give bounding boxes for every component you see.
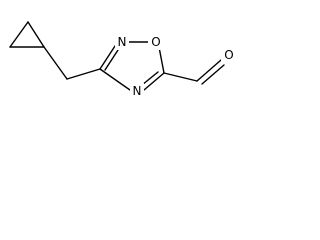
bond-n4-c3 <box>99 68 131 91</box>
bond-cyclopropyl-2 <box>27 21 45 48</box>
bond-c3-n2 <box>99 45 116 70</box>
bond-c5-n4-double <box>141 71 159 86</box>
chemical-structure-diagram: N O N O <box>9 21 237 99</box>
cyclopropyl-ring <box>9 21 45 48</box>
oxadiazole-ring <box>99 41 165 91</box>
bond-ch2-to-ring-c3 <box>66 68 101 80</box>
atom-label-n-top: N <box>118 35 127 49</box>
atom-label-n-bottom: N <box>133 84 142 98</box>
atom-o-aldehyde: O <box>221 47 237 63</box>
bond-c5-to-cho <box>163 72 198 82</box>
bond-c-o-aldehyde <box>196 59 222 82</box>
bond-cyclopropyl-1 <box>9 21 29 48</box>
bond-c3-n2-double <box>104 49 119 71</box>
aldehyde-group <box>163 59 225 85</box>
atom-o-ring: O <box>148 34 164 50</box>
atom-n-top: N <box>115 34 129 50</box>
atom-label-o-ring: O <box>151 35 160 49</box>
bond-o1-c5 <box>158 46 165 74</box>
bond-c-o-aldehyde-double <box>201 64 225 85</box>
bond-cyclopropyl-to-ch2 <box>43 46 68 80</box>
atom-n-bottom: N <box>130 83 144 99</box>
bond-c5-n4 <box>143 72 165 91</box>
atom-label-o-aldehyde: O <box>224 48 233 62</box>
